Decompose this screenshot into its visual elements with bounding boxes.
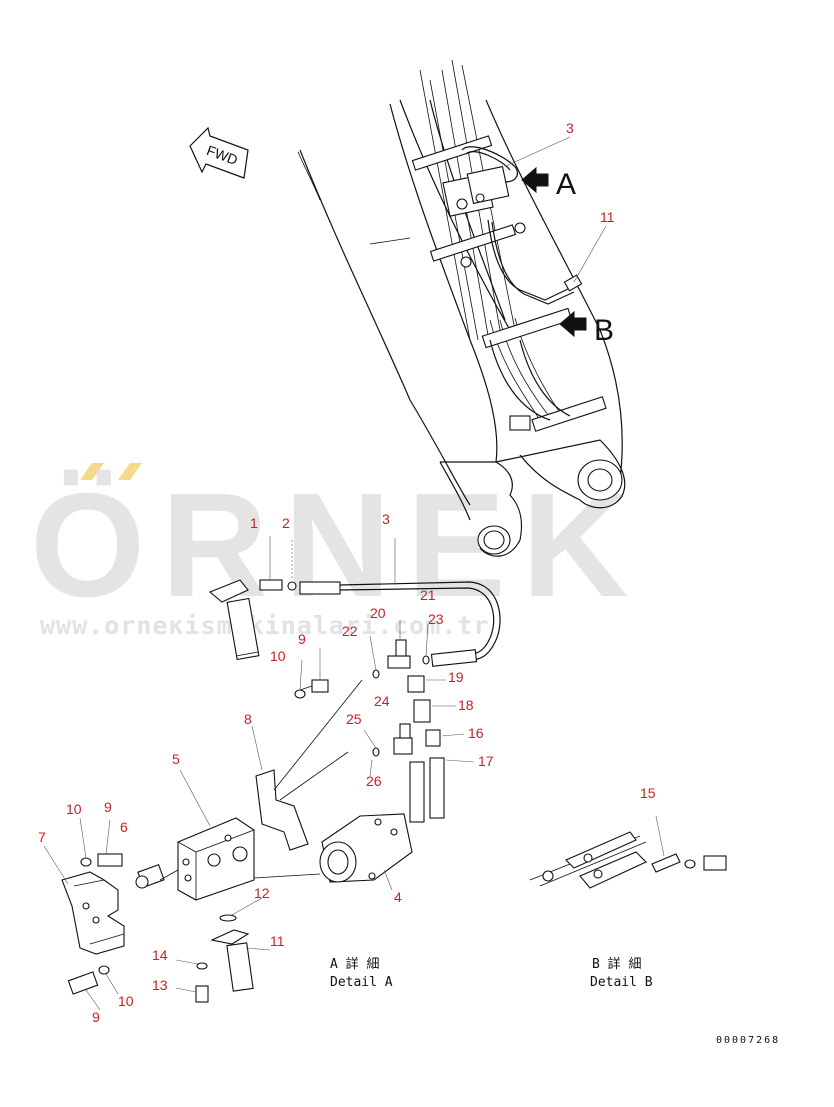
detail-a-callouts: 1 2 3 21 20 23 22 9 10 19 24 18 8 25 16 … [38, 511, 494, 1025]
callout-20: 20 [370, 605, 386, 621]
watermark: ÖRNEK www.orneкismakinalari.com.tr [30, 463, 644, 640]
callout-7: 7 [38, 829, 46, 845]
callout-top-11: 11 [600, 209, 615, 225]
callout-6: 6 [120, 819, 128, 835]
callout-top-3: 3 [566, 120, 574, 136]
callout-10c: 10 [118, 993, 134, 1009]
callout-3: 3 [382, 511, 390, 527]
document-number: 00007268 [716, 1035, 780, 1046]
detail-b [529, 815, 727, 889]
watermark-url: www.orneкismakinalari.com.tr [40, 611, 489, 640]
callout-10b: 10 [66, 801, 82, 817]
callout-21: 21 [420, 587, 436, 603]
callout-11: 11 [270, 933, 285, 949]
callout-14: 14 [152, 947, 168, 963]
detail-a-title-en: Detail A [330, 975, 393, 990]
detail-a [43, 536, 501, 1011]
boom-assembly [297, 59, 626, 557]
view-arrow-b: B [559, 310, 614, 347]
callout-16: 16 [468, 725, 484, 741]
detail-b-title-en: Detail B [590, 975, 653, 990]
watermark-brand: ÖRNEK [30, 463, 644, 628]
callout-5: 5 [172, 751, 180, 767]
callout-26: 26 [366, 773, 382, 789]
watermark-accent-left [80, 463, 104, 480]
callout-12: 12 [254, 885, 270, 901]
view-arrow-a: A [521, 166, 576, 201]
callout-13: 13 [152, 977, 168, 993]
callout-8: 8 [244, 711, 252, 727]
view-a-label: A [556, 168, 576, 201]
view-b-label: B [594, 314, 614, 347]
callout-22: 22 [342, 623, 358, 639]
callout-25: 25 [346, 711, 362, 727]
callout-2: 2 [282, 515, 290, 531]
callout-9c: 9 [92, 1009, 100, 1025]
callout-4: 4 [394, 889, 402, 905]
detail-b-title-jp: B 詳 細 [592, 956, 641, 972]
callout-19: 19 [448, 669, 464, 685]
callout-18: 18 [458, 697, 474, 713]
callout-9a: 9 [298, 631, 306, 647]
callout-17: 17 [478, 753, 494, 769]
watermark-accent-right [118, 463, 142, 480]
callout-1: 1 [250, 515, 258, 531]
callout-23: 23 [428, 611, 444, 627]
callout-9b: 9 [104, 799, 112, 815]
callout-10a: 10 [270, 648, 286, 664]
fwd-arrow: FWD [189, 126, 249, 179]
callout-15: 15 [640, 785, 656, 801]
callout-24: 24 [374, 693, 390, 709]
detail-a-title-jp: A 詳 細 [330, 956, 379, 972]
fwd-label: FWD [205, 142, 240, 168]
